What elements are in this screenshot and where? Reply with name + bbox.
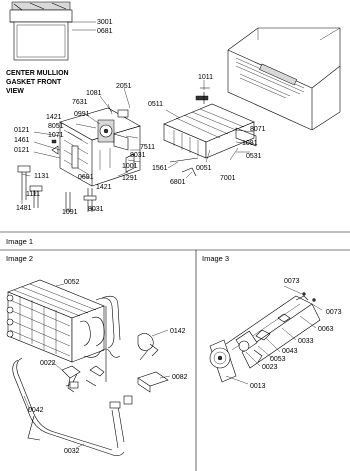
leader-lines — [21, 80, 255, 212]
mullion-gasket-view: 3001 0681 CENTER MULLION GASKET FRONT VI… — [6, 1, 113, 95]
image-3-title: Image 3 — [202, 254, 229, 263]
callout: 8031 — [88, 206, 104, 213]
main-callouts: 1011 2051 1081 0511 7631 0991 1421 8051 … — [14, 74, 266, 216]
callout: 8051 — [48, 123, 64, 130]
callout: 1131 — [34, 173, 49, 180]
image3-leaders — [225, 285, 323, 385]
view-caption: VIEW — [6, 88, 24, 95]
callout: 0053 — [270, 356, 286, 363]
callout: 0991 — [74, 111, 90, 118]
callout: 0082 — [172, 374, 188, 381]
harness-part — [61, 365, 81, 393]
loose-parts — [17, 139, 199, 212]
callout: 1001 — [122, 163, 138, 170]
callout: 0073 — [284, 278, 300, 285]
callout: 6801 — [170, 179, 186, 186]
callout: 8071 — [250, 126, 266, 133]
evaporator-coil — [6, 279, 133, 456]
callout: 0681 — [97, 28, 113, 35]
view-caption: CENTER MULLION — [6, 70, 69, 77]
fan-motor-assembly — [209, 292, 321, 383]
evaporator-assembly — [163, 87, 257, 159]
callout: 1071 — [48, 132, 64, 139]
image-1-title: Image 1 — [6, 237, 33, 246]
callout: 0063 — [318, 326, 334, 333]
callout: 0073 — [326, 309, 342, 316]
callout: 0013 — [250, 383, 266, 390]
image3-callouts: 0073 0073 0063 0033 0043 0053 0023 0013 — [250, 278, 342, 390]
callout: 1481 — [16, 205, 32, 212]
callout: 0142 — [170, 328, 186, 335]
callout: 1111 — [26, 191, 40, 198]
callout: 0531 — [246, 153, 262, 160]
callout: 1421 — [96, 184, 112, 191]
callout: 0022 — [40, 360, 56, 367]
callout: 7001 — [220, 175, 236, 182]
image2-callouts: 0052 0142 0022 0082 0042 0032 — [28, 279, 188, 455]
callout: 8031 — [130, 152, 146, 159]
cabinet-drawing — [227, 27, 341, 131]
image2-leaders — [23, 283, 171, 449]
callout: 1011 — [198, 74, 213, 81]
callout: 3001 — [97, 19, 113, 26]
callout: 2051 — [116, 83, 132, 90]
callout: 0121 — [14, 127, 30, 134]
callout: 0121 — [14, 147, 30, 154]
callout: 1081 — [242, 140, 258, 147]
callout: 1421 — [46, 114, 62, 121]
callout: 1081 — [86, 90, 102, 97]
callout: 0023 — [262, 364, 278, 371]
image-2-title: Image 2 — [6, 254, 33, 263]
bracket-part — [137, 371, 169, 393]
callout: 0511 — [148, 101, 163, 108]
callout: 0051 — [196, 165, 212, 172]
callout: 0033 — [298, 338, 314, 345]
callout: 0691 — [78, 174, 94, 181]
view-caption: GASKET FRONT — [6, 79, 62, 86]
callout: 1091 — [62, 209, 78, 216]
callout: 0042 — [28, 407, 44, 414]
callout: 0032 — [64, 448, 80, 455]
callout: 1561 — [152, 165, 168, 172]
callout: 1461 — [14, 137, 30, 144]
callout: 0052 — [64, 279, 80, 286]
callout: 7631 — [72, 99, 88, 106]
callout: 0043 — [282, 348, 298, 355]
thermostat-part — [137, 333, 159, 361]
callout: 1291 — [122, 175, 138, 182]
callout: 7511 — [140, 144, 155, 151]
